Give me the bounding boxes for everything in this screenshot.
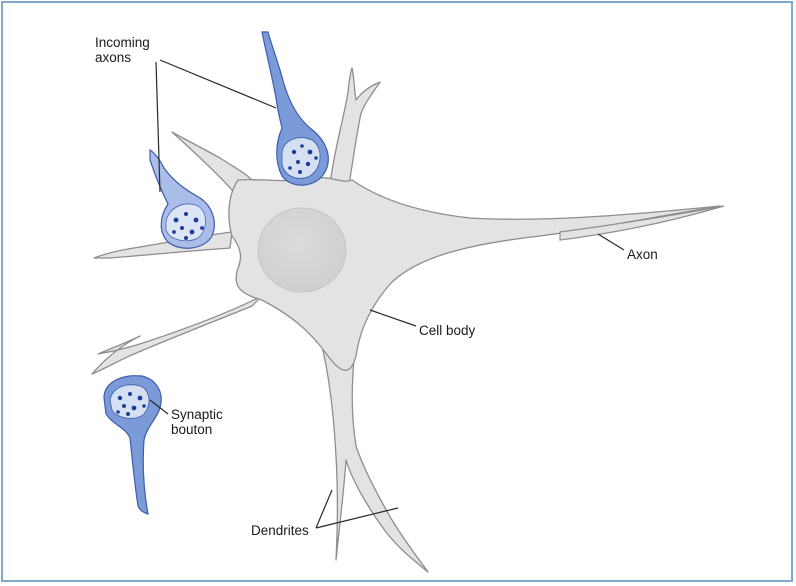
leader-cell-body	[370, 310, 416, 326]
leader-lines	[150, 60, 624, 528]
label-cell-body: Cell body	[419, 323, 475, 338]
label-incoming-axons: Incoming axons	[95, 35, 150, 65]
label-incoming-line-1: Incoming	[95, 35, 150, 50]
label-dendrites: Dendrites	[251, 523, 309, 538]
dendrite-top	[330, 68, 380, 192]
dendrite-bottom	[322, 340, 428, 572]
leader-dendrites-1	[316, 490, 332, 528]
incoming-axon-terminal-top	[262, 32, 328, 185]
leader-axon	[598, 234, 624, 250]
label-axon: Axon	[627, 247, 658, 262]
label-synaptic-line-1: Synaptic	[171, 407, 223, 422]
dendrite-left-lower	[92, 296, 262, 374]
label-synaptic-bouton: Synaptic bouton	[171, 407, 223, 437]
nucleus	[258, 208, 346, 292]
label-incoming-line-2: axons	[95, 50, 150, 65]
synaptic-bouton	[104, 376, 161, 514]
label-synaptic-line-2: bouton	[171, 422, 223, 437]
leader-incoming-axons-1	[160, 60, 276, 108]
